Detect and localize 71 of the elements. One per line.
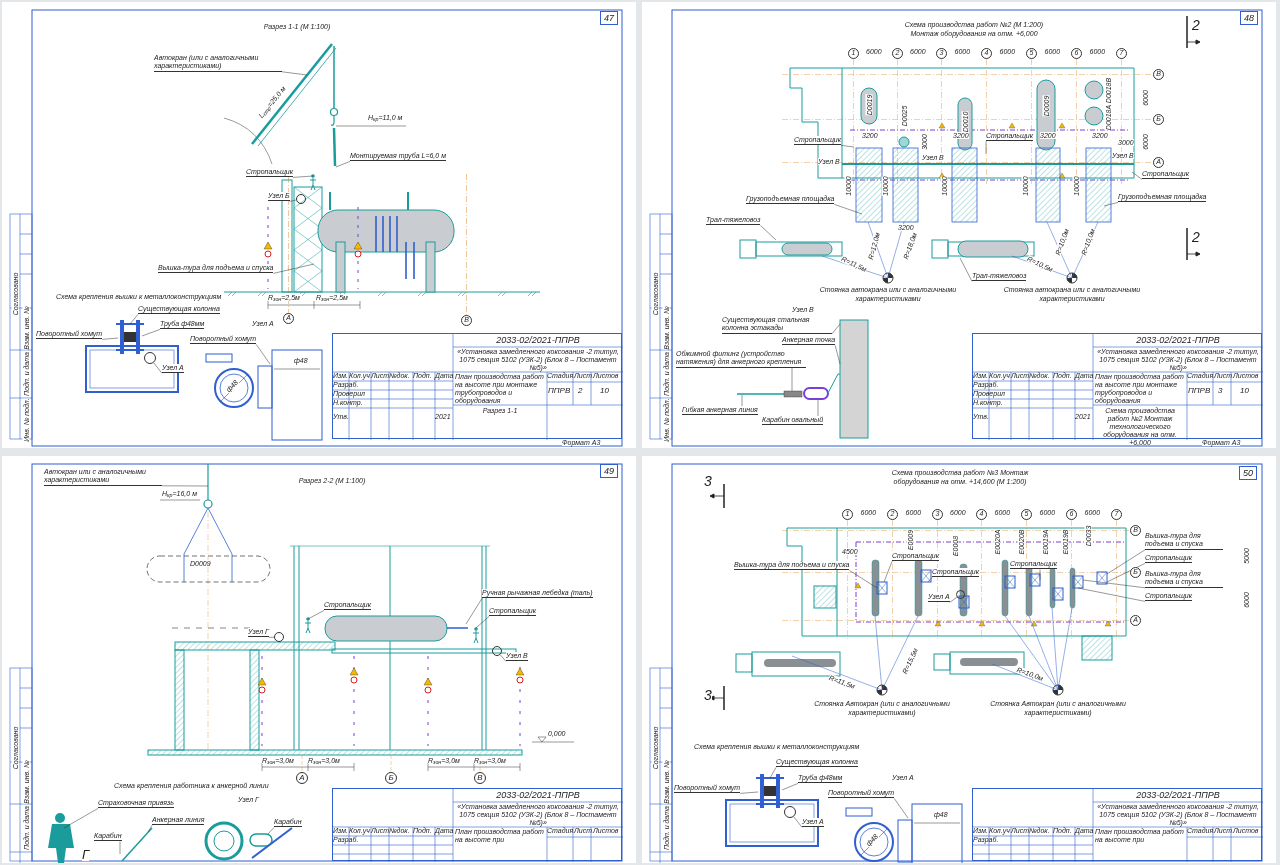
leader-line [268,636,275,638]
leader-line [831,323,841,335]
leader-line [959,257,973,282]
section-number: 2 [1192,230,1200,244]
leader-line [1077,587,1146,602]
leader-line [101,337,119,340]
leader-line [840,145,855,148]
sheet-number-box: 47 [600,11,618,25]
leader-line [817,399,819,417]
leader-line [741,394,743,407]
leader-line [307,610,325,620]
leader-line [893,798,909,819]
leader-line [465,598,483,625]
leader-line [760,225,777,241]
section-number: 3 [704,688,712,702]
leader-line [1082,579,1146,589]
sheet-number-box: 49 [600,464,618,478]
stamp-cell-text: 10 [600,387,609,395]
leader-line [1106,563,1146,583]
leader-line [781,783,799,791]
leader-line [273,263,315,274]
leader-line [791,367,793,392]
drawing-code: 2033-02/2021-ППРВ [495,790,581,801]
stamp-cell-text: 2 [578,387,583,395]
leader-line [834,345,841,365]
sheet-number-box: 48 [1240,11,1258,25]
leader-line [1106,549,1146,575]
stamp-cell-text: ППРВ [548,387,571,395]
leader-line [281,71,308,76]
drawing-code: 2033-02/2021-ППРВ [495,335,581,346]
leader-line [141,329,161,337]
leader-line [255,344,271,365]
drawing-code: 2033-02/2021-ППРВ [1135,790,1221,801]
leader-line [1039,569,1041,581]
leader-line [289,199,297,202]
leader-line [161,485,209,487]
title-block [972,788,1262,861]
leader-line [793,816,803,828]
leader-line [927,577,933,583]
axis-marker: Б [385,772,397,784]
stamp-cell-text: 3 [1218,387,1223,395]
leader-line [849,570,878,589]
axis-marker: В [474,772,486,784]
stamp-cell-text: ППРВ [1188,387,1211,395]
leader-line [769,767,777,779]
leader-line [267,827,275,835]
axis-marker: А [296,772,308,784]
leader-line [834,204,863,215]
leader-line [129,314,139,325]
title-block [332,788,622,861]
drawing-code: 2033-02/2021-ППРВ [1135,335,1221,346]
sheet-number-box: 50 [1239,466,1257,480]
section-number: 3 [704,474,712,488]
leader-line [739,791,759,794]
leader-line [475,616,490,629]
leader-line [883,561,893,583]
leader-line [63,808,99,829]
leader-line [335,161,351,168]
leader-line [153,362,163,374]
leader-line [147,825,153,833]
leader-line [949,596,958,603]
leader-line [500,654,507,662]
leader-line [1131,171,1143,180]
leader-line [292,175,314,178]
detail-letter: Г [82,848,90,861]
title-block [332,333,622,439]
stamp-cell-text: 10 [1240,387,1249,395]
leader-line [119,841,121,855]
leader-line [985,141,987,155]
leader-line [1103,202,1119,207]
section-number: 2 [1192,18,1200,32]
